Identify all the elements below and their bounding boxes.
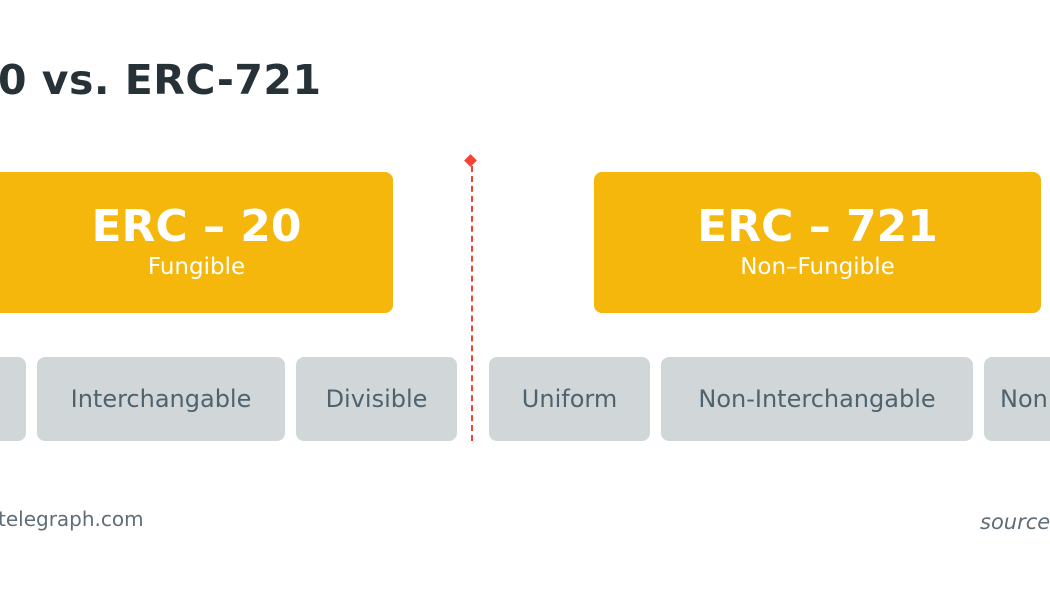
divider-line <box>471 166 473 441</box>
erc20-box: ERC – 20 Fungible <box>0 172 393 313</box>
erc20-heading: ERC – 20 <box>91 201 302 252</box>
erc20-subheading: Fungible <box>147 254 246 280</box>
erc20-trait <box>0 357 26 441</box>
erc721-trait: Uniform <box>489 357 650 441</box>
erc721-heading: ERC – 721 <box>697 201 938 252</box>
page-title: 0 vs. ERC-721 <box>0 56 322 104</box>
footer-source-left: telegraph.com <box>0 507 144 531</box>
erc721-trait: Non <box>984 357 1050 441</box>
erc721-box: ERC – 721 Non–Fungible <box>594 172 1041 313</box>
divider-diamond-icon <box>464 154 477 167</box>
erc20-trait: Interchangable <box>37 357 285 441</box>
footer-source-right: source <box>980 510 1050 534</box>
erc721-trait: Non-Interchangable <box>661 357 973 441</box>
erc721-subheading: Non–Fungible <box>740 254 895 280</box>
erc20-trait: Divisible <box>296 357 457 441</box>
